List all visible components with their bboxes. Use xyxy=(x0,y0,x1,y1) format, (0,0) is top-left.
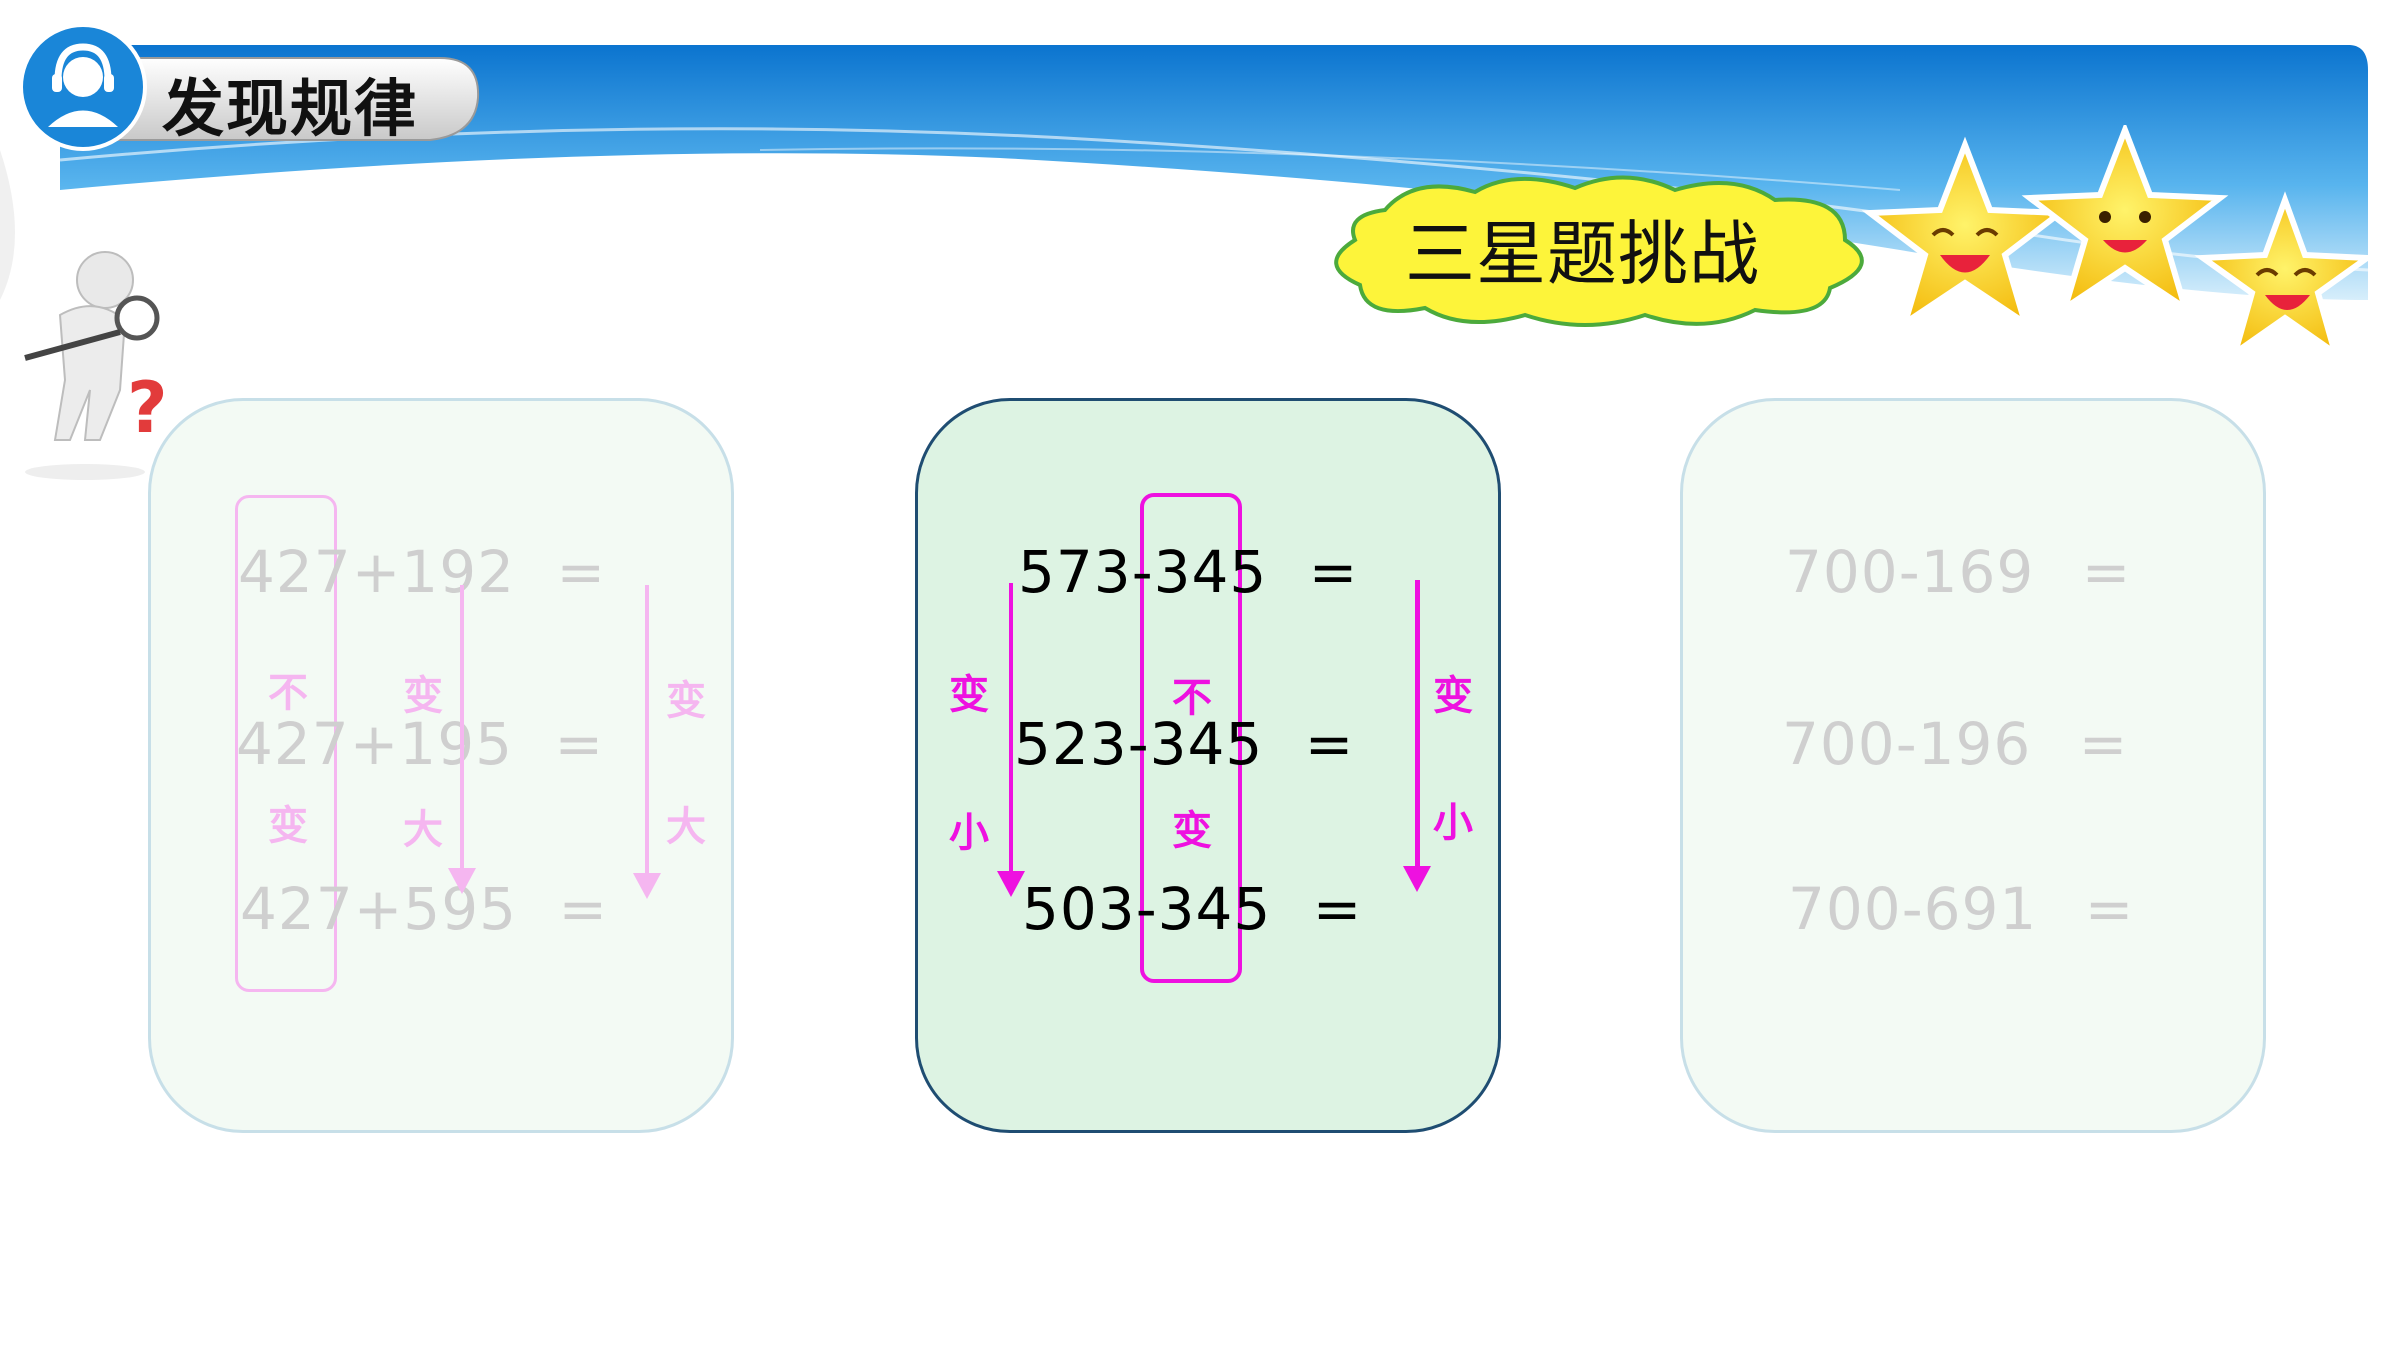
challenge-subtitle: 三星题挑战 xyxy=(1405,213,1760,295)
equals-sign: = xyxy=(558,875,609,943)
equation-row: 427+595 = xyxy=(240,875,608,943)
arrow-down-icon xyxy=(1009,583,1013,873)
magnifier-figure-icon: ? xyxy=(24,251,168,480)
equals-sign: = xyxy=(2078,710,2129,778)
equation-expression: 700-691 xyxy=(1788,875,2038,943)
hint-char: 变 xyxy=(666,677,706,724)
equation-row: 427+192 = xyxy=(238,538,606,606)
arrow-down-icon xyxy=(1415,580,1420,868)
equation-expression: 427+195 xyxy=(236,710,514,778)
cloud-badge xyxy=(1334,175,1864,327)
hint-char: 大 xyxy=(666,803,706,850)
equation-row: 573-345 = xyxy=(1018,538,1358,606)
hint-char: 变 xyxy=(949,671,989,718)
equals-sign: = xyxy=(556,538,607,606)
header-banner xyxy=(0,45,2369,300)
equation-expression: 503-345 xyxy=(1022,875,1272,943)
arrow-head xyxy=(997,871,1025,897)
equation-expression: 573-345 xyxy=(1018,538,1268,606)
equals-sign: = xyxy=(1308,538,1359,606)
hint-char: 变 xyxy=(1433,672,1473,719)
hint-char: 大 xyxy=(403,806,443,853)
star-icon xyxy=(2194,191,2376,361)
arrow-down-icon xyxy=(645,585,649,875)
equation-expression: 427+192 xyxy=(238,538,516,606)
fixed-column-highlight xyxy=(235,495,337,992)
equation-row: 700-691 = xyxy=(1788,875,2134,943)
question-mark-icon: ? xyxy=(127,367,168,449)
equals-sign: = xyxy=(2084,875,2135,943)
arrow-head xyxy=(448,868,476,894)
equation-row: 503-345 = xyxy=(1022,875,1362,943)
equals-sign: = xyxy=(1312,875,1363,943)
arrow-head xyxy=(1403,866,1431,892)
equation-row: 700-196 = xyxy=(1782,710,2128,778)
hint-char: 变 xyxy=(1172,807,1212,854)
hint-char: 小 xyxy=(1433,799,1473,846)
star-icon xyxy=(1861,136,2069,331)
equation-row: 427+195 = xyxy=(236,710,604,778)
headset-person-icon xyxy=(19,23,147,151)
equation-expression: 523-345 xyxy=(1014,710,1264,778)
arrow-down-icon xyxy=(460,585,464,870)
card-left xyxy=(148,398,734,1133)
equals-sign: = xyxy=(2081,538,2132,606)
equation-row: 700-169 = xyxy=(1785,538,2131,606)
hint-char: 不 xyxy=(1172,674,1212,721)
hint-char: 变 xyxy=(403,672,443,719)
equation-expression: 700-169 xyxy=(1785,538,2035,606)
hint-char: 不 xyxy=(268,669,308,716)
card-right xyxy=(1680,398,2266,1133)
equation-row: 523-345 = xyxy=(1014,710,1354,778)
equation-expression: 700-196 xyxy=(1782,710,2032,778)
equals-sign: = xyxy=(554,710,605,778)
three-stars xyxy=(1861,125,2376,361)
fixed-column-highlight xyxy=(1140,493,1242,983)
star-icon xyxy=(2021,125,2229,316)
page-title: 发现规律 xyxy=(162,72,419,145)
hint-char: 小 xyxy=(949,809,989,856)
equals-sign: = xyxy=(1304,710,1355,778)
arrow-head xyxy=(633,873,661,899)
hint-char: 变 xyxy=(268,802,308,849)
